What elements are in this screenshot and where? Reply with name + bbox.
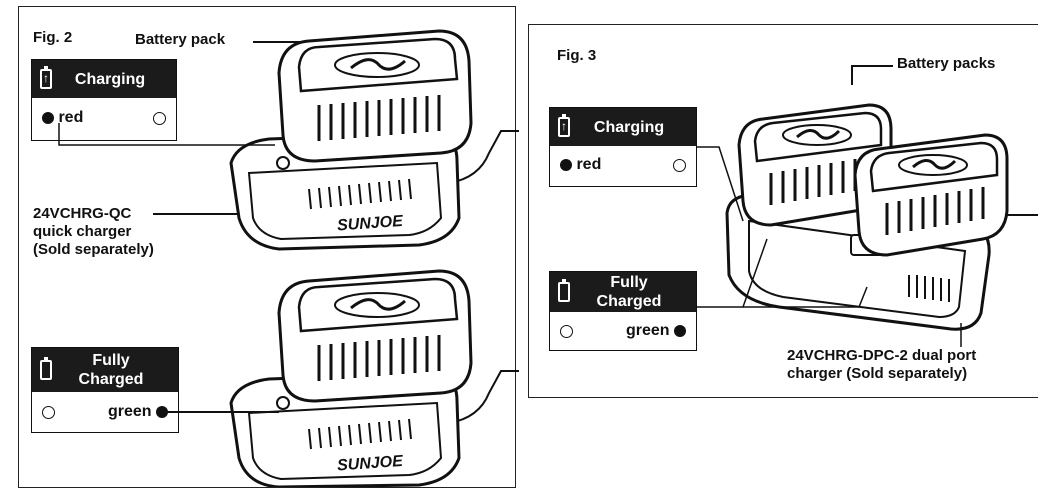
hollow-circle-icon (560, 324, 573, 338)
filled-circle-icon (674, 324, 686, 337)
filled-circle-icon (42, 111, 54, 124)
fig2-charger-leader (153, 213, 237, 215)
fig3-green-indicator: green (626, 322, 686, 340)
fig3-battery-leader (851, 65, 893, 67)
fig3-full-title-line2: Charged (596, 293, 662, 310)
fig3-battery-leader-drop (851, 65, 853, 85)
fig3-charger-label: 24VCHRG-DPC-2 dual port charger (Sold se… (787, 347, 976, 383)
fig2-charging-title: Charging (74, 70, 146, 88)
battery-charging-icon: ↑ (40, 66, 52, 89)
fig3-full-indicator-row: green (550, 312, 696, 350)
fig2-charger-model: 24VCHRG-QC (33, 205, 132, 222)
fig2-charging-leader (58, 123, 275, 146)
fig2-charging-status-panel: ↑ Charging red (31, 59, 177, 141)
fig3-charger-model: 24VCHRG-DPC-2 dual port (787, 347, 977, 364)
fig2-full-leader (157, 411, 279, 413)
hollow-circle-icon (153, 111, 166, 125)
fig2-full-indicator-row: green (32, 392, 178, 432)
battery-charging-icon: ↑ (558, 114, 570, 137)
fig2-red-indicator: red (42, 109, 83, 127)
fig2-full-status-panel: Fully Charged green (31, 347, 179, 433)
fig2-full-title: Fully Charged (52, 351, 170, 389)
fig2-charger-type: quick charger (33, 223, 132, 240)
fig3-label: Fig. 3 (557, 47, 597, 64)
fig2-brand-mark-bottom: SUNJOE (337, 453, 405, 475)
fig2-brand-mark-top: SUNJOE (337, 213, 405, 235)
fig2-full-header: Fully Charged (32, 348, 178, 392)
battery-empty-icon (40, 357, 52, 380)
hollow-circle-icon (673, 158, 686, 172)
figure-3-panel: Fig. 3 Battery packs (528, 24, 1038, 398)
fig3-full-status-panel: Fully Charged green (549, 271, 697, 351)
hollow-circle-icon (42, 405, 55, 419)
fig3-charger-note: charger (Sold separately) (787, 365, 968, 382)
fig3-red-indicator: red (560, 156, 601, 174)
fig3-charging-status-panel: ↑ Charging red (549, 107, 697, 187)
fig3-full-header: Fully Charged (550, 272, 696, 312)
filled-circle-icon (560, 158, 572, 171)
fig2-green-label: green (107, 403, 152, 420)
battery-empty-icon (558, 279, 570, 302)
fig3-charging-header: ↑ Charging (550, 108, 696, 146)
fig2-battery-pack-label: Battery pack (135, 31, 226, 48)
fig2-full-title-line1: Fully (92, 352, 130, 369)
fig3-battery-packs-label: Battery packs (897, 55, 996, 72)
fig3-charging-indicator-row: red (550, 146, 696, 184)
fig2-charging-indicator-row: red (32, 98, 176, 138)
fig2-full-title-line2: Charged (78, 371, 144, 388)
fig3-leader-lines (697, 146, 962, 347)
figure-2-panel: Fig. 2 Battery pack SUNJOE (18, 6, 519, 488)
fig3-red-label: red (576, 156, 602, 173)
fig2-charging-header: ↑ Charging (32, 60, 176, 98)
fig2-battery-leader (253, 41, 303, 43)
fig2-charger-top-illustration: SUNJOE (229, 29, 519, 251)
fig2-label: Fig. 2 (33, 29, 73, 46)
fig2-charger-label: 24VCHRG-QC quick charger (Sold separatel… (33, 205, 154, 259)
fig3-charging-title: Charging (593, 118, 665, 136)
fig3-full-title-line1: Fully (610, 274, 648, 291)
fig3-green-label: green (625, 322, 670, 339)
fig3-full-title: Fully Charged (570, 273, 688, 311)
fig2-red-label: red (58, 109, 84, 126)
fig2-charger-bottom-illustration: SUNJOE (229, 269, 519, 487)
fig2-charger-note: (Sold separately) (33, 241, 154, 258)
